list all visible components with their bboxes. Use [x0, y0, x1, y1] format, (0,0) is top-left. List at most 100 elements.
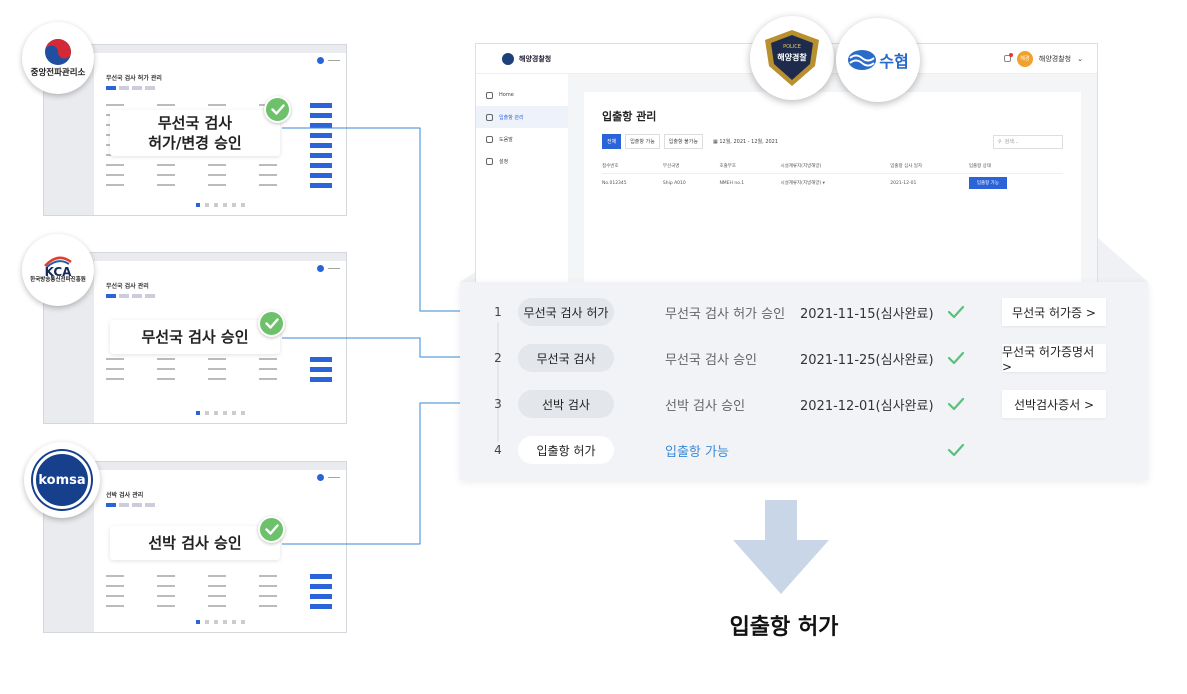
- bell-icon[interactable]: [1003, 53, 1013, 62]
- mini-pagination: [94, 203, 346, 207]
- cell-date: 2021-12-01: [890, 180, 917, 186]
- cell-name: Ship A010: [662, 180, 686, 186]
- column-header: 입출항 상태: [968, 159, 1063, 174]
- step-date: 2021-12-01(심사완료): [800, 398, 934, 414]
- connector-step2: [282, 337, 480, 358]
- sidebar-item-help[interactable]: 도움말: [476, 128, 568, 150]
- user-menu[interactable]: 해경 해양경찰청 ⌄: [1003, 50, 1083, 67]
- search-input[interactable]: ⚲검색...: [993, 134, 1063, 149]
- suhyup-name: 수협: [879, 52, 909, 71]
- main-content: 입출항 관리 전체 입출항 가능 입출항 불가능 ▦ 12월, 2021 - 1…: [584, 92, 1081, 282]
- step-number: 4: [494, 443, 502, 457]
- check-icon: [947, 351, 965, 365]
- filter-unavailable[interactable]: 입출항 불가능: [663, 134, 703, 149]
- check-icon: [947, 397, 965, 411]
- mini-pagination: [94, 620, 346, 624]
- mini-title: 선박 검사 관리: [106, 492, 144, 499]
- connector-step1: [282, 127, 480, 312]
- port-table: 접수번호 무선국명 호출부호 시설계류지(지방해양) 입출항 심사 일자 입출항…: [602, 159, 1063, 193]
- license-certificate-button[interactable]: 무선국 허가증 >: [1002, 298, 1106, 326]
- kca-logo: KCA 한국방송통신전파진흥원: [22, 234, 94, 306]
- suhyup-logo: 수협: [836, 18, 920, 102]
- step-label: 선박 검사: [518, 390, 614, 418]
- callout-line1: 무선국 검사: [157, 114, 233, 132]
- rra-name: 중앙전파관리소: [30, 68, 86, 78]
- column-header: 입출항 심사 일자: [890, 159, 969, 174]
- rra-logo: 중앙전파관리소: [22, 22, 94, 94]
- brand[interactable]: 해양경찰청: [502, 52, 552, 65]
- status-button[interactable]: 입출항 가능: [968, 177, 1007, 190]
- column-header: 접수번호: [602, 159, 663, 174]
- filter-available[interactable]: 입출항 가능: [625, 134, 660, 149]
- police-logo: POLICE 해양경찰: [750, 16, 834, 100]
- callout-line1: 선박 검사 승인: [148, 534, 242, 552]
- police-text: POLICE: [783, 44, 801, 50]
- table-row[interactable]: No.012345 Ship A010 NMEH no.1 시설계류지(지방해양…: [602, 173, 1063, 193]
- step-label: 입출항 허가: [518, 436, 614, 464]
- mini-tabs: [94, 503, 346, 507]
- document-icon: [486, 113, 493, 121]
- ship-inspection-certificate-button[interactable]: 선박검사증서 >: [1002, 390, 1106, 418]
- search-icon: ⚲: [998, 138, 1002, 145]
- sidebar-item-label: 설정: [499, 158, 509, 165]
- step-date: 2021-11-15(심사완료): [800, 306, 934, 322]
- komsa-abbr: komsa: [38, 472, 86, 488]
- step-number: 3: [494, 397, 502, 411]
- flow-arrow-icon: [733, 500, 829, 594]
- sidebar-item-label: 입출항 관리: [499, 114, 524, 121]
- mini-header: ━━━━━: [94, 261, 346, 275]
- home-icon: [486, 91, 493, 99]
- komsa-logo: komsa: [24, 442, 100, 518]
- step-number: 2: [494, 351, 502, 365]
- check-icon: [947, 443, 965, 457]
- step-date: 2021-11-25(심사완료): [800, 352, 934, 368]
- date-range: 12월, 2021 - 12월, 2021: [719, 139, 779, 145]
- cell-site[interactable]: 시설계류지(지방해양) ▾: [780, 181, 825, 187]
- sidebar-item-home[interactable]: Home: [476, 84, 568, 106]
- step-timeline: [497, 322, 499, 442]
- mini-title: 무선국 검사 허가 관리: [106, 75, 162, 82]
- komsa-seal: komsa: [33, 451, 91, 509]
- sidebar-item-port-management[interactable]: 입출항 관리: [476, 106, 568, 128]
- suhyup-wave-icon: [848, 50, 877, 70]
- license-proof-button[interactable]: 무선국 허가증명서 >: [1002, 344, 1106, 374]
- user-name: 해양경찰청: [1038, 54, 1072, 63]
- step-status: 무선국 검사 허가 승인: [665, 306, 786, 322]
- avatar: 해경: [1016, 50, 1033, 67]
- step-3: 3 선박 검사 선박 검사 승인 2021-12-01(심사완료) 선박검사증서…: [460, 381, 1148, 427]
- step-status: 무선국 검사 승인: [665, 352, 757, 368]
- approval-steps: 1 무선국 검사 허가 무선국 검사 허가 승인 2021-11-15(심사완료…: [460, 282, 1148, 480]
- column-header: 시설계류지(지방해양): [780, 159, 891, 174]
- column-header: 무선국명: [662, 159, 720, 174]
- column-header: 호출부호: [719, 159, 781, 174]
- mini-pagination: [94, 411, 346, 415]
- kca-swoosh-icon: [44, 256, 72, 268]
- kca-name: 한국방송통신전파진흥원: [30, 277, 86, 283]
- check-icon: [264, 96, 291, 123]
- callout-station-approval: 무선국 검사 승인: [110, 320, 280, 354]
- mini-user: ━━━━━: [327, 474, 340, 480]
- mini-header: ━━━━━: [94, 470, 346, 484]
- callout-ship-approval: 선박 검사 승인: [110, 526, 280, 560]
- help-icon: [486, 135, 493, 143]
- chevron-down-icon[interactable]: ⌄: [1077, 54, 1083, 63]
- date-range-picker[interactable]: ▦ 12월, 2021 - 12월, 2021: [713, 139, 779, 145]
- filter-all[interactable]: 전체: [602, 134, 622, 149]
- mini-user: ━━━━━: [327, 265, 340, 271]
- sidebar-item-settings[interactable]: 설정: [476, 150, 568, 172]
- brand-name: 해양경찰청: [519, 54, 552, 63]
- mini-table: [106, 573, 332, 614]
- taegeuk-icon: [45, 39, 71, 65]
- callout-line2: 허가/변경 승인: [148, 134, 242, 152]
- cell-call: NMEH no.1: [719, 180, 745, 186]
- table-header: 접수번호 무선국명 호출부호 시설계류지(지방해양) 입출항 심사 일자 입출항…: [602, 159, 1063, 174]
- police-shield-icon: POLICE 해양경찰: [765, 30, 819, 86]
- cell-id: No.012345: [602, 180, 627, 186]
- connector-step3: [282, 402, 480, 545]
- mini-table: [106, 356, 332, 387]
- check-icon: [947, 305, 965, 319]
- mini-user: ━━━━━: [327, 57, 340, 63]
- sidebar-item-label: Home: [499, 92, 514, 98]
- step-2: 2 무선국 검사 무선국 검사 승인 2021-11-25(심사완료) 무선국 …: [460, 335, 1148, 381]
- sidebar: Home 입출항 관리 도움말 설정: [476, 74, 568, 282]
